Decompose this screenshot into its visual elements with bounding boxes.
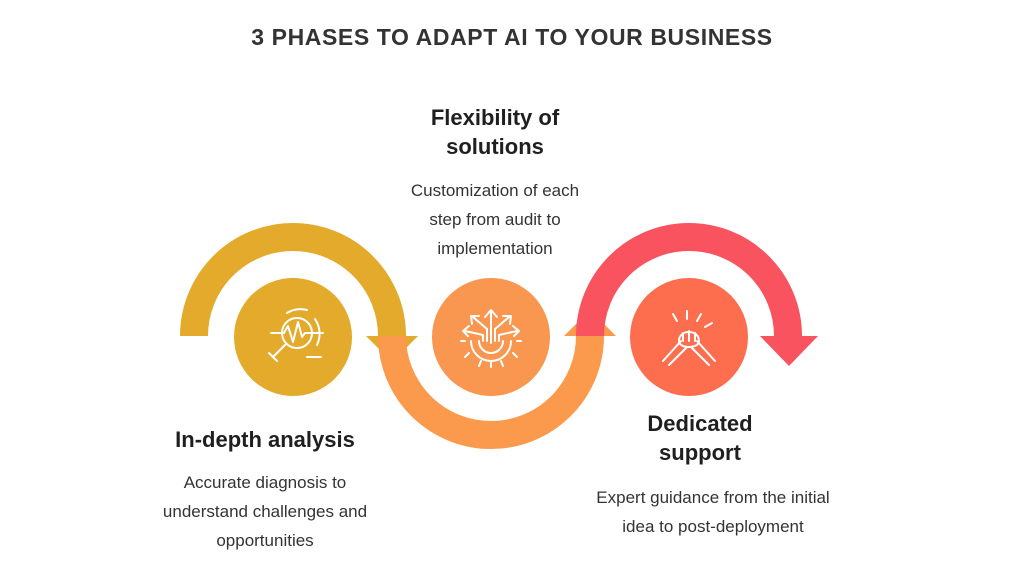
phase-1-arc [180, 223, 406, 337]
phase-3-description: Expert guidance from the initial idea to… [596, 488, 830, 536]
phase-2-title: Flexibility of solutions [430, 105, 560, 159]
phase-1-description: Accurate diagnosis to understand challen… [162, 473, 368, 550]
handshake-icon [662, 310, 716, 366]
phase-3-arc [576, 223, 802, 337]
phase-3-title: Dedicated support [647, 411, 753, 465]
phase-3-arrowhead [760, 336, 818, 366]
magnifier-pulse-icon [268, 308, 324, 362]
gear-arrows-icon [460, 309, 522, 368]
phase-1-circle [234, 278, 352, 396]
phase-1-title: In-depth analysis [175, 427, 355, 452]
page-title: 3 PHASES TO ADAPT AI TO YOUR BUSINESS [251, 24, 773, 50]
phase-2-description: Customization of each step from audit to… [410, 181, 580, 258]
phase-2-arc [378, 335, 604, 449]
